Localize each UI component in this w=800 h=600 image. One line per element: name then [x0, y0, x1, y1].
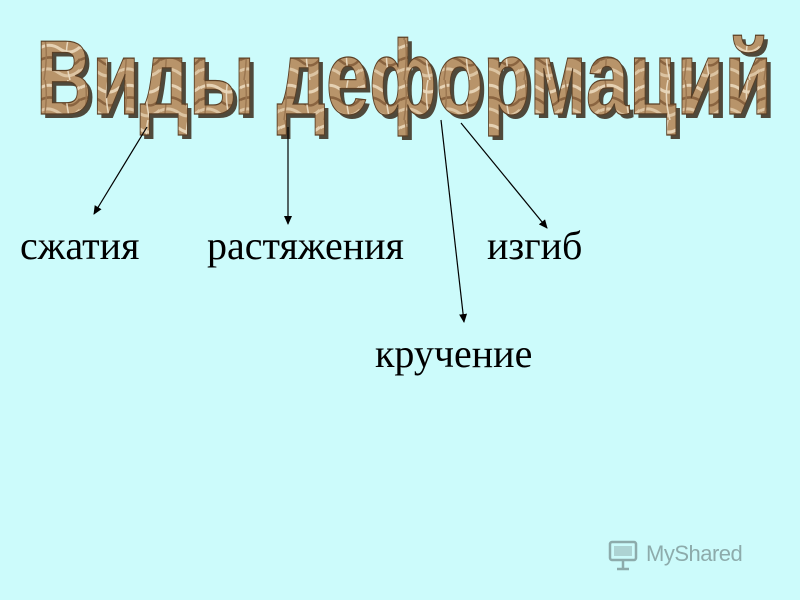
- slide-title: Виды деформаций: [36, 19, 772, 137]
- term-bending: изгиб: [487, 223, 583, 268]
- presentation-board-icon: [608, 540, 638, 571]
- arrow-to-torsion: [440, 119, 468, 323]
- term-compression: сжатия: [20, 223, 140, 268]
- watermark-text: MyShared: [646, 541, 743, 566]
- arrow-to-compression: [93, 126, 148, 215]
- term-tension: растяжения: [207, 223, 404, 268]
- watermark: MyShared: [606, 536, 743, 572]
- slide-title-wordart: Виды деформаций Виды деформаций: [35, 18, 776, 140]
- term-torsion: кручение: [375, 331, 533, 376]
- slide-title-shadow: Виды деформаций: [40, 23, 776, 140]
